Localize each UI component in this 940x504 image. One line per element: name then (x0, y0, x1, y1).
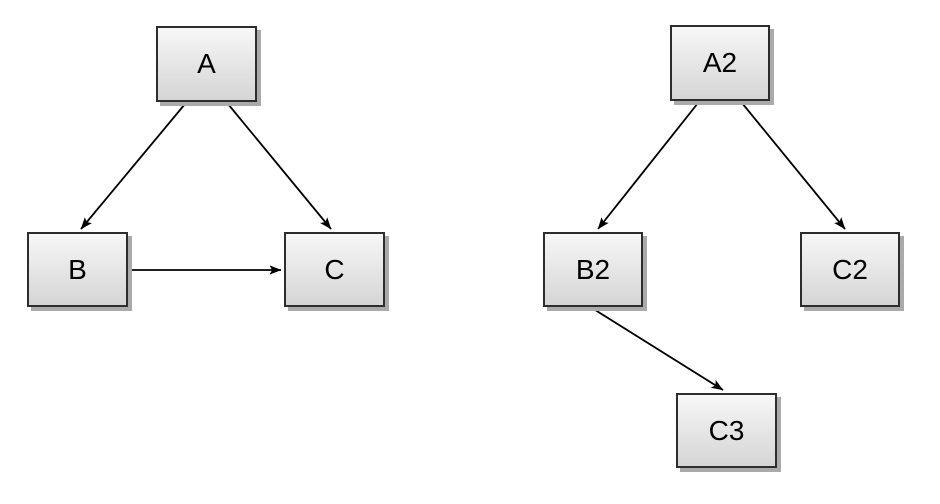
node-A: A (156, 26, 257, 102)
node-C: C (284, 232, 385, 307)
edge-B2-to-C3 (591, 307, 724, 391)
node-label-A: A (197, 48, 216, 79)
node-label-B2: B2 (575, 253, 611, 285)
node-label-C2: C2 (832, 253, 868, 285)
node-C3: C3 (676, 393, 777, 468)
node-label-C: C (324, 253, 345, 285)
node-label-B: B (68, 253, 87, 285)
edge-A2-to-C2 (741, 102, 846, 230)
node-B2: B2 (543, 232, 643, 307)
node-label-C3: C3 (708, 414, 745, 446)
node-A2: A2 (670, 25, 770, 101)
node-label-A2: A2 (702, 47, 738, 78)
node-C2: C2 (800, 232, 900, 307)
edge-A-to-B (80, 103, 186, 230)
edge-A-to-C (227, 103, 332, 230)
edge-A2-to-B2 (597, 102, 699, 230)
node-B: B (27, 232, 128, 307)
